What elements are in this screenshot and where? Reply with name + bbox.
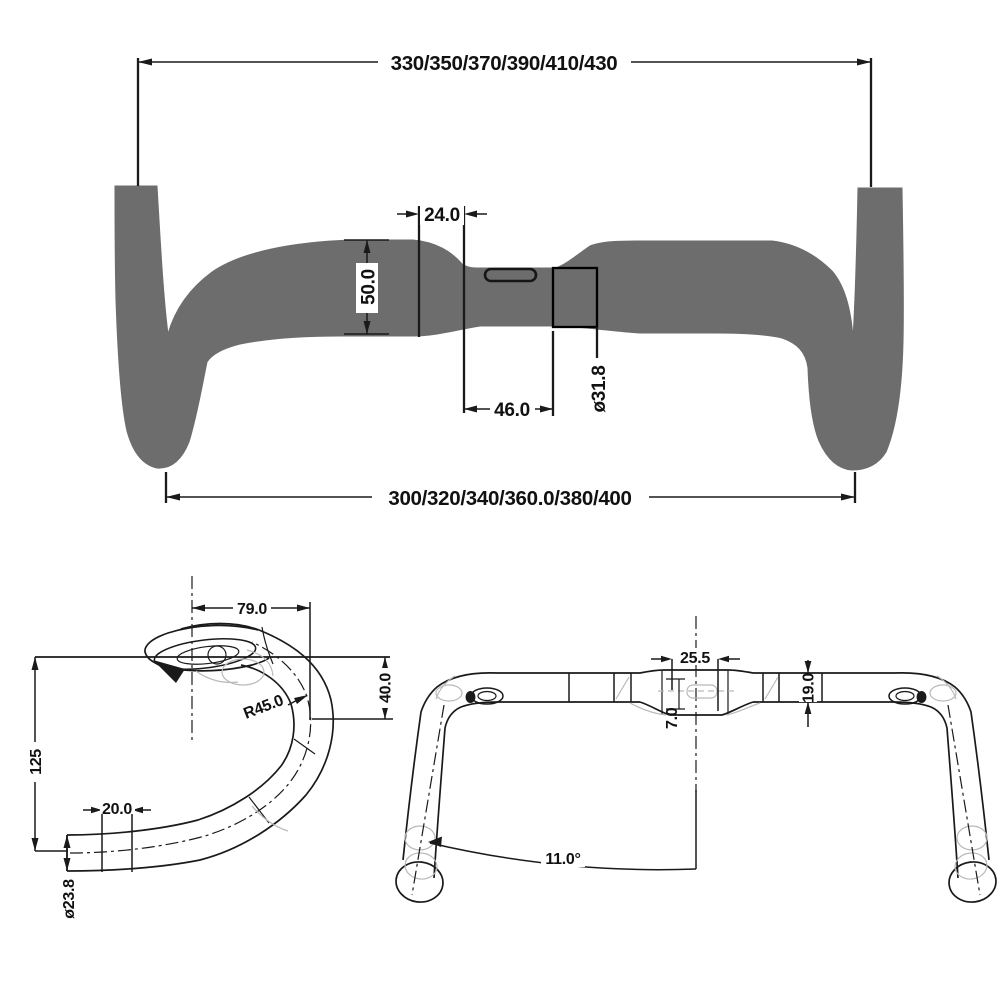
flare-angle-label: 11.0° [545, 851, 580, 868]
dim-clamp-diameter: ø31.8 [589, 327, 610, 413]
dim-tube-width: 19.0 [799, 660, 818, 727]
hook-radius-label: R45.0 [241, 692, 286, 723]
clamp-zone-box [551, 266, 599, 329]
dim-center-flat: 24.0 [397, 202, 487, 413]
reach-label: 79.0 [237, 601, 267, 618]
top-view: 25.5 7.0 19.0 11.0° [395, 616, 997, 903]
bottom-width-label: 300/320/340/360.0/380/400 [388, 487, 631, 510]
hook-inner-edge [66, 664, 295, 836]
right-bar-end-cap [948, 861, 997, 903]
front-view: 330/350/370/390/410/430 24.0 50.0 46.0 [114, 49, 904, 510]
port-offset-label: 7.0 [664, 707, 681, 729]
hidden-port [686, 684, 718, 699]
dim-top-width: 330/350/370/390/410/430 [136, 49, 873, 187]
handlebar-silhouette [114, 185, 904, 471]
tube-width-label: 19.0 [801, 673, 818, 703]
cable-slot [483, 267, 538, 283]
upper-drop-label: 40.0 [378, 673, 395, 703]
dim-port-offset: 7.0 [664, 678, 685, 729]
left-drop-tube [395, 672, 504, 903]
left-bar-end-cap [395, 861, 444, 903]
center-flat-label: 24.0 [424, 205, 460, 226]
top-width-label: 330/350/370/390/410/430 [391, 52, 618, 75]
dim-reach: 79.0 [192, 599, 311, 720]
dim-total-drop: 125 [27, 657, 68, 852]
clamp-diameter-label: ø31.8 [589, 365, 610, 412]
end-straight-label: 20.0 [102, 801, 132, 818]
side-view: 79.0 40.0 125 20.0 ø23.8 [27, 576, 395, 919]
right-lever-clamp [916, 691, 927, 703]
bar-end-diameter-label: ø23.8 [61, 879, 78, 919]
brake-hood-outline [144, 624, 274, 686]
hook-centerline-arc [69, 641, 312, 854]
hook-outer-edge [66, 622, 335, 872]
total-drop-label: 125 [28, 749, 45, 775]
port-width-label: 25.5 [680, 650, 710, 667]
ramp-depth-label: 50.0 [359, 269, 380, 305]
lever-tip-wedge [153, 660, 185, 683]
center-bulge [639, 669, 754, 716]
clamp-zone-label: 46.0 [494, 400, 530, 421]
section-break-right [293, 738, 316, 755]
dim-bar-end-diameter: ø23.8 [61, 835, 78, 919]
dim-port-width: 25.5 [651, 648, 740, 711]
dim-flare-angle: 11.0° [428, 790, 697, 871]
dim-hook-radius: R45.0 [241, 692, 308, 723]
dim-ramp-depth: 50.0 [344, 239, 389, 335]
dim-clamp-zone: 46.0 [464, 331, 555, 421]
dim-upper-drop: 40.0 [312, 657, 395, 720]
left-lever-clamp [465, 691, 476, 703]
dim-end-straight: 20.0 [83, 797, 151, 872]
section-lines [568, 673, 823, 702]
right-drop-tube [888, 672, 997, 903]
section-break-top [261, 626, 274, 665]
dim-bottom-width: 300/320/340/360.0/380/400 [164, 472, 857, 510]
